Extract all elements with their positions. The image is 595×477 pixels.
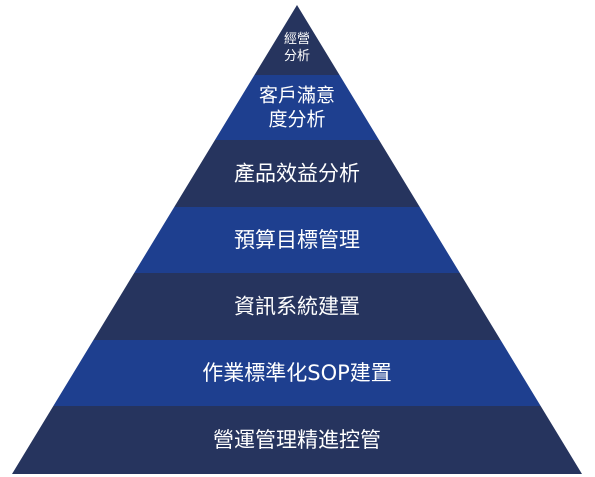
pyramid-level-3-label: 產品效益分析 <box>234 162 360 186</box>
pyramid-level-2-label: 客戶滿意 <box>259 85 335 107</box>
pyramid-level-3 <box>174 140 420 207</box>
pyramid-level-2 <box>214 75 380 140</box>
pyramid-level-2-label: 度分析 <box>268 109 325 131</box>
pyramid-level-1-label: 分析 <box>284 49 310 64</box>
pyramid-level-7 <box>12 406 582 474</box>
pyramid-level-1-label: 經營 <box>284 32 310 47</box>
pyramid-level-7-label: 營運管理精進控管 <box>213 428 381 452</box>
pyramid-level-4-label: 預算目標管理 <box>234 228 360 252</box>
pyramid-level-4 <box>134 207 460 273</box>
pyramid-level-1 <box>254 5 340 75</box>
pyramid-level-6 <box>53 340 541 406</box>
pyramid-level-5-label: 資訊系統建置 <box>234 295 360 319</box>
pyramid-level-5 <box>93 273 501 340</box>
pyramid-level-6-label: 作業標準化SOP建置 <box>202 361 392 385</box>
